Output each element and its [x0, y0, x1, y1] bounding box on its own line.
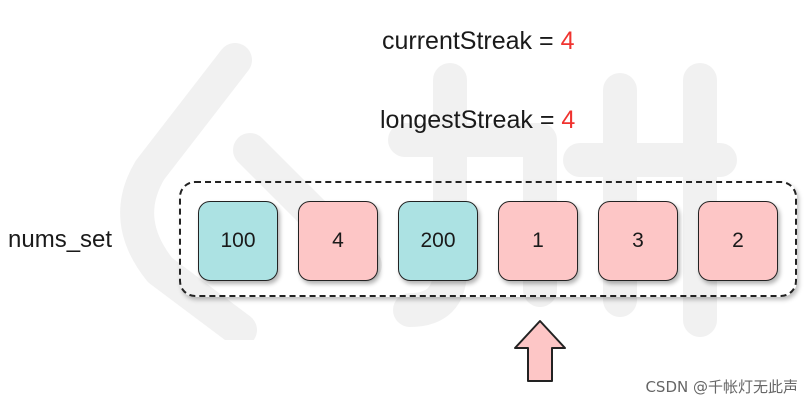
longest-streak-line: longestStreak = 4	[380, 106, 575, 135]
set-cell-4: 3	[598, 201, 678, 281]
set-cell-3: 1	[498, 201, 578, 281]
set-cell-1: 4	[298, 201, 378, 281]
set-cell-value: 1	[532, 229, 544, 252]
set-cell-value: 3	[632, 229, 644, 252]
longest-streak-value: 4	[561, 106, 576, 134]
set-cell-value: 4	[332, 229, 344, 252]
set-cell-value: 200	[420, 229, 456, 252]
set-cell-value: 100	[220, 229, 256, 252]
current-streak-label: currentStreak =	[382, 27, 561, 55]
current-streak-line: currentStreak = 4	[382, 27, 574, 56]
set-cell-value: 2	[732, 229, 744, 252]
footer-credit: CSDN @千帐灯无此声	[645, 378, 798, 396]
set-cell-2: 200	[398, 201, 478, 281]
set-label: nums_set	[8, 226, 113, 253]
longest-streak-label: longestStreak =	[380, 106, 562, 134]
set-cell-0: 100	[198, 201, 278, 281]
current-streak-value: 4	[560, 27, 575, 55]
pointer-arrow-icon	[514, 320, 566, 382]
set-container	[179, 181, 797, 297]
set-cell-5: 2	[698, 201, 778, 281]
